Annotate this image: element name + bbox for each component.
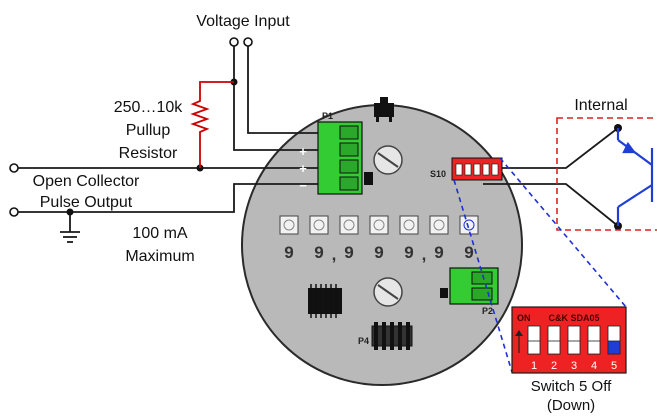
dip-number-4: 4 bbox=[591, 360, 597, 372]
terminal-block-p1 bbox=[317, 121, 363, 195]
current-word-label: Maximum bbox=[125, 248, 194, 265]
dip-brand-label: C&K SDA05 bbox=[548, 313, 599, 323]
terminal-mark-1: + bbox=[299, 144, 307, 159]
pullup-resistor bbox=[190, 81, 234, 168]
digit-separator-1: , bbox=[332, 245, 337, 264]
switch-5-off-actuator bbox=[607, 340, 621, 355]
dip-switch-s10 bbox=[451, 157, 503, 181]
dip-number-5: 5 bbox=[611, 360, 617, 372]
switch-caption: Switch 5 Off bbox=[531, 378, 612, 395]
terminal-mark-2: + bbox=[299, 161, 307, 176]
output-terminal-bottom bbox=[9, 207, 19, 217]
zoom-lines bbox=[453, 157, 627, 373]
open-collector-label: Open Collector bbox=[33, 173, 140, 190]
screw-icon-bottom bbox=[373, 277, 403, 307]
ic-pins bbox=[310, 284, 337, 318]
current-value-label: 100 mA bbox=[132, 225, 187, 242]
pullup-word-label: Pullup bbox=[126, 122, 171, 139]
voltage-terminal-right bbox=[243, 37, 253, 47]
rotary-digit-4: 9 bbox=[374, 243, 383, 262]
rotary-digit-7: 9 bbox=[464, 243, 473, 262]
rotary-digit-1: 9 bbox=[284, 243, 293, 262]
rotary-digit-5: 9 bbox=[404, 243, 413, 262]
resistor-word-label: Resistor bbox=[119, 145, 178, 162]
pullup-range-label: 250…10k bbox=[114, 99, 183, 116]
dip-number-2: 2 bbox=[551, 360, 557, 372]
digit-separator-2: , bbox=[422, 245, 427, 264]
s10-label: S10 bbox=[430, 169, 446, 179]
transistor-icon bbox=[616, 128, 654, 226]
rotary-switches bbox=[279, 215, 479, 235]
dip-switch-enlarged bbox=[511, 306, 627, 374]
dip-number-1: 1 bbox=[531, 360, 537, 372]
terminal-block-p2 bbox=[440, 267, 499, 305]
p2-label: P2 bbox=[482, 306, 493, 316]
rotary-digit-3: 9 bbox=[344, 243, 353, 262]
switch-caption-sub: (Down) bbox=[547, 397, 595, 414]
internal-box bbox=[556, 117, 657, 231]
pulse-output-label: Pulse Output bbox=[40, 194, 133, 211]
dip-on-label: ON bbox=[517, 313, 531, 323]
p1-label: P1 bbox=[322, 111, 333, 121]
terminal-mark-3: − bbox=[299, 178, 307, 193]
p4-label: P4 bbox=[358, 336, 369, 346]
rotary-digit-6: 9 bbox=[434, 243, 443, 262]
voltage-input-label: Voltage Input bbox=[196, 13, 290, 30]
dip-number-3: 3 bbox=[571, 360, 577, 372]
screw-icon-top bbox=[373, 145, 403, 175]
voltage-terminal-left bbox=[229, 37, 239, 47]
internal-label: Internal bbox=[574, 97, 627, 114]
output-terminal-top bbox=[9, 163, 19, 173]
rotary-digit-2: 9 bbox=[314, 243, 323, 262]
header-p4 bbox=[371, 322, 413, 350]
